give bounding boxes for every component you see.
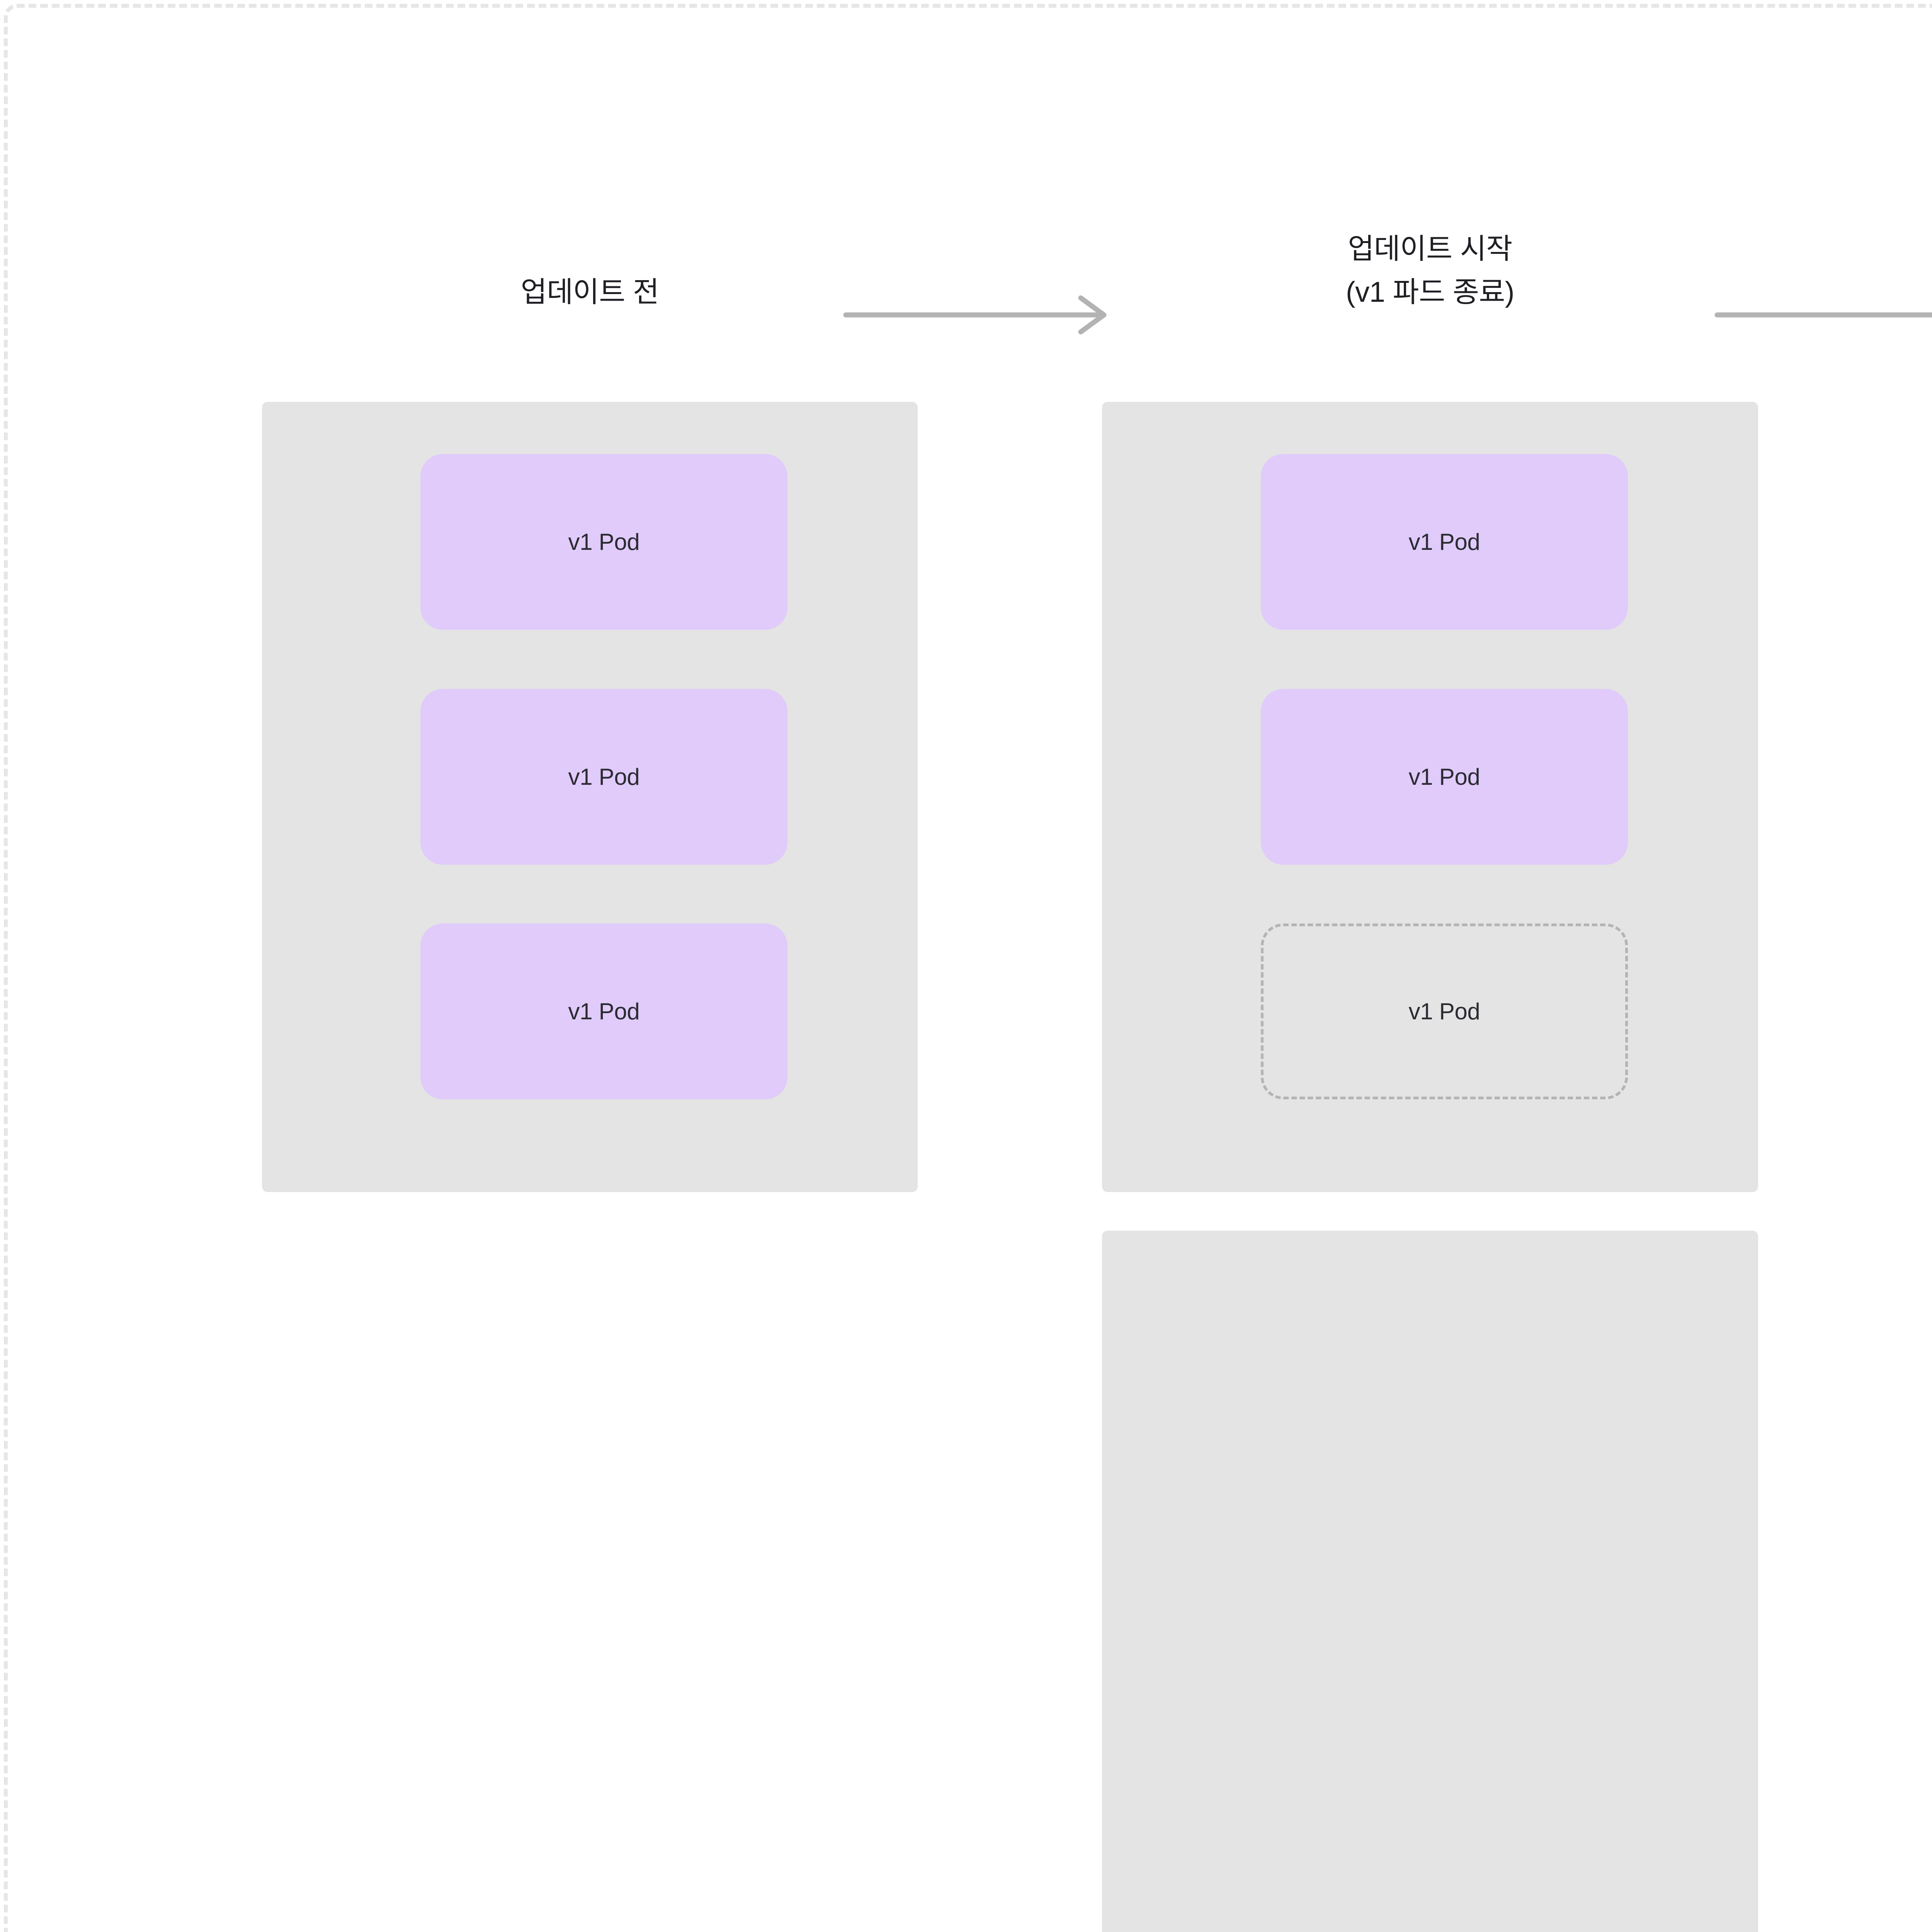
pod-label: v1 Pod (568, 998, 640, 1024)
pod-v1-running[interactable]: v1 Pod (420, 923, 787, 1099)
pod-label: v1 Pod (1408, 764, 1480, 790)
pod-label: v1 Pod (568, 764, 640, 790)
pod-v1-running[interactable]: v1 Pod (420, 689, 787, 865)
pod-v1-running[interactable]: v1 Pod (1261, 689, 1628, 865)
pod-label: v1 Pod (1408, 529, 1480, 555)
pod-label: v1 Pod (1408, 998, 1480, 1024)
node-container-empty (1102, 1231, 1758, 1932)
flow-arrow-right-icon (1714, 294, 1932, 336)
pod-v1-terminating[interactable]: v1 Pod (1261, 923, 1628, 1099)
column-title-before-update: 업데이트 전 (520, 276, 659, 308)
pod-v1-running[interactable]: v1 Pod (1261, 454, 1628, 630)
pod-v1-running[interactable]: v1 Pod (420, 454, 787, 630)
flow-arrow-right-icon (843, 294, 1115, 336)
pod-label: v1 Pod (568, 529, 640, 555)
column-title-update-start-v1-terminating: 업데이트 시작 (v1 파드 종료) (1346, 233, 1514, 308)
